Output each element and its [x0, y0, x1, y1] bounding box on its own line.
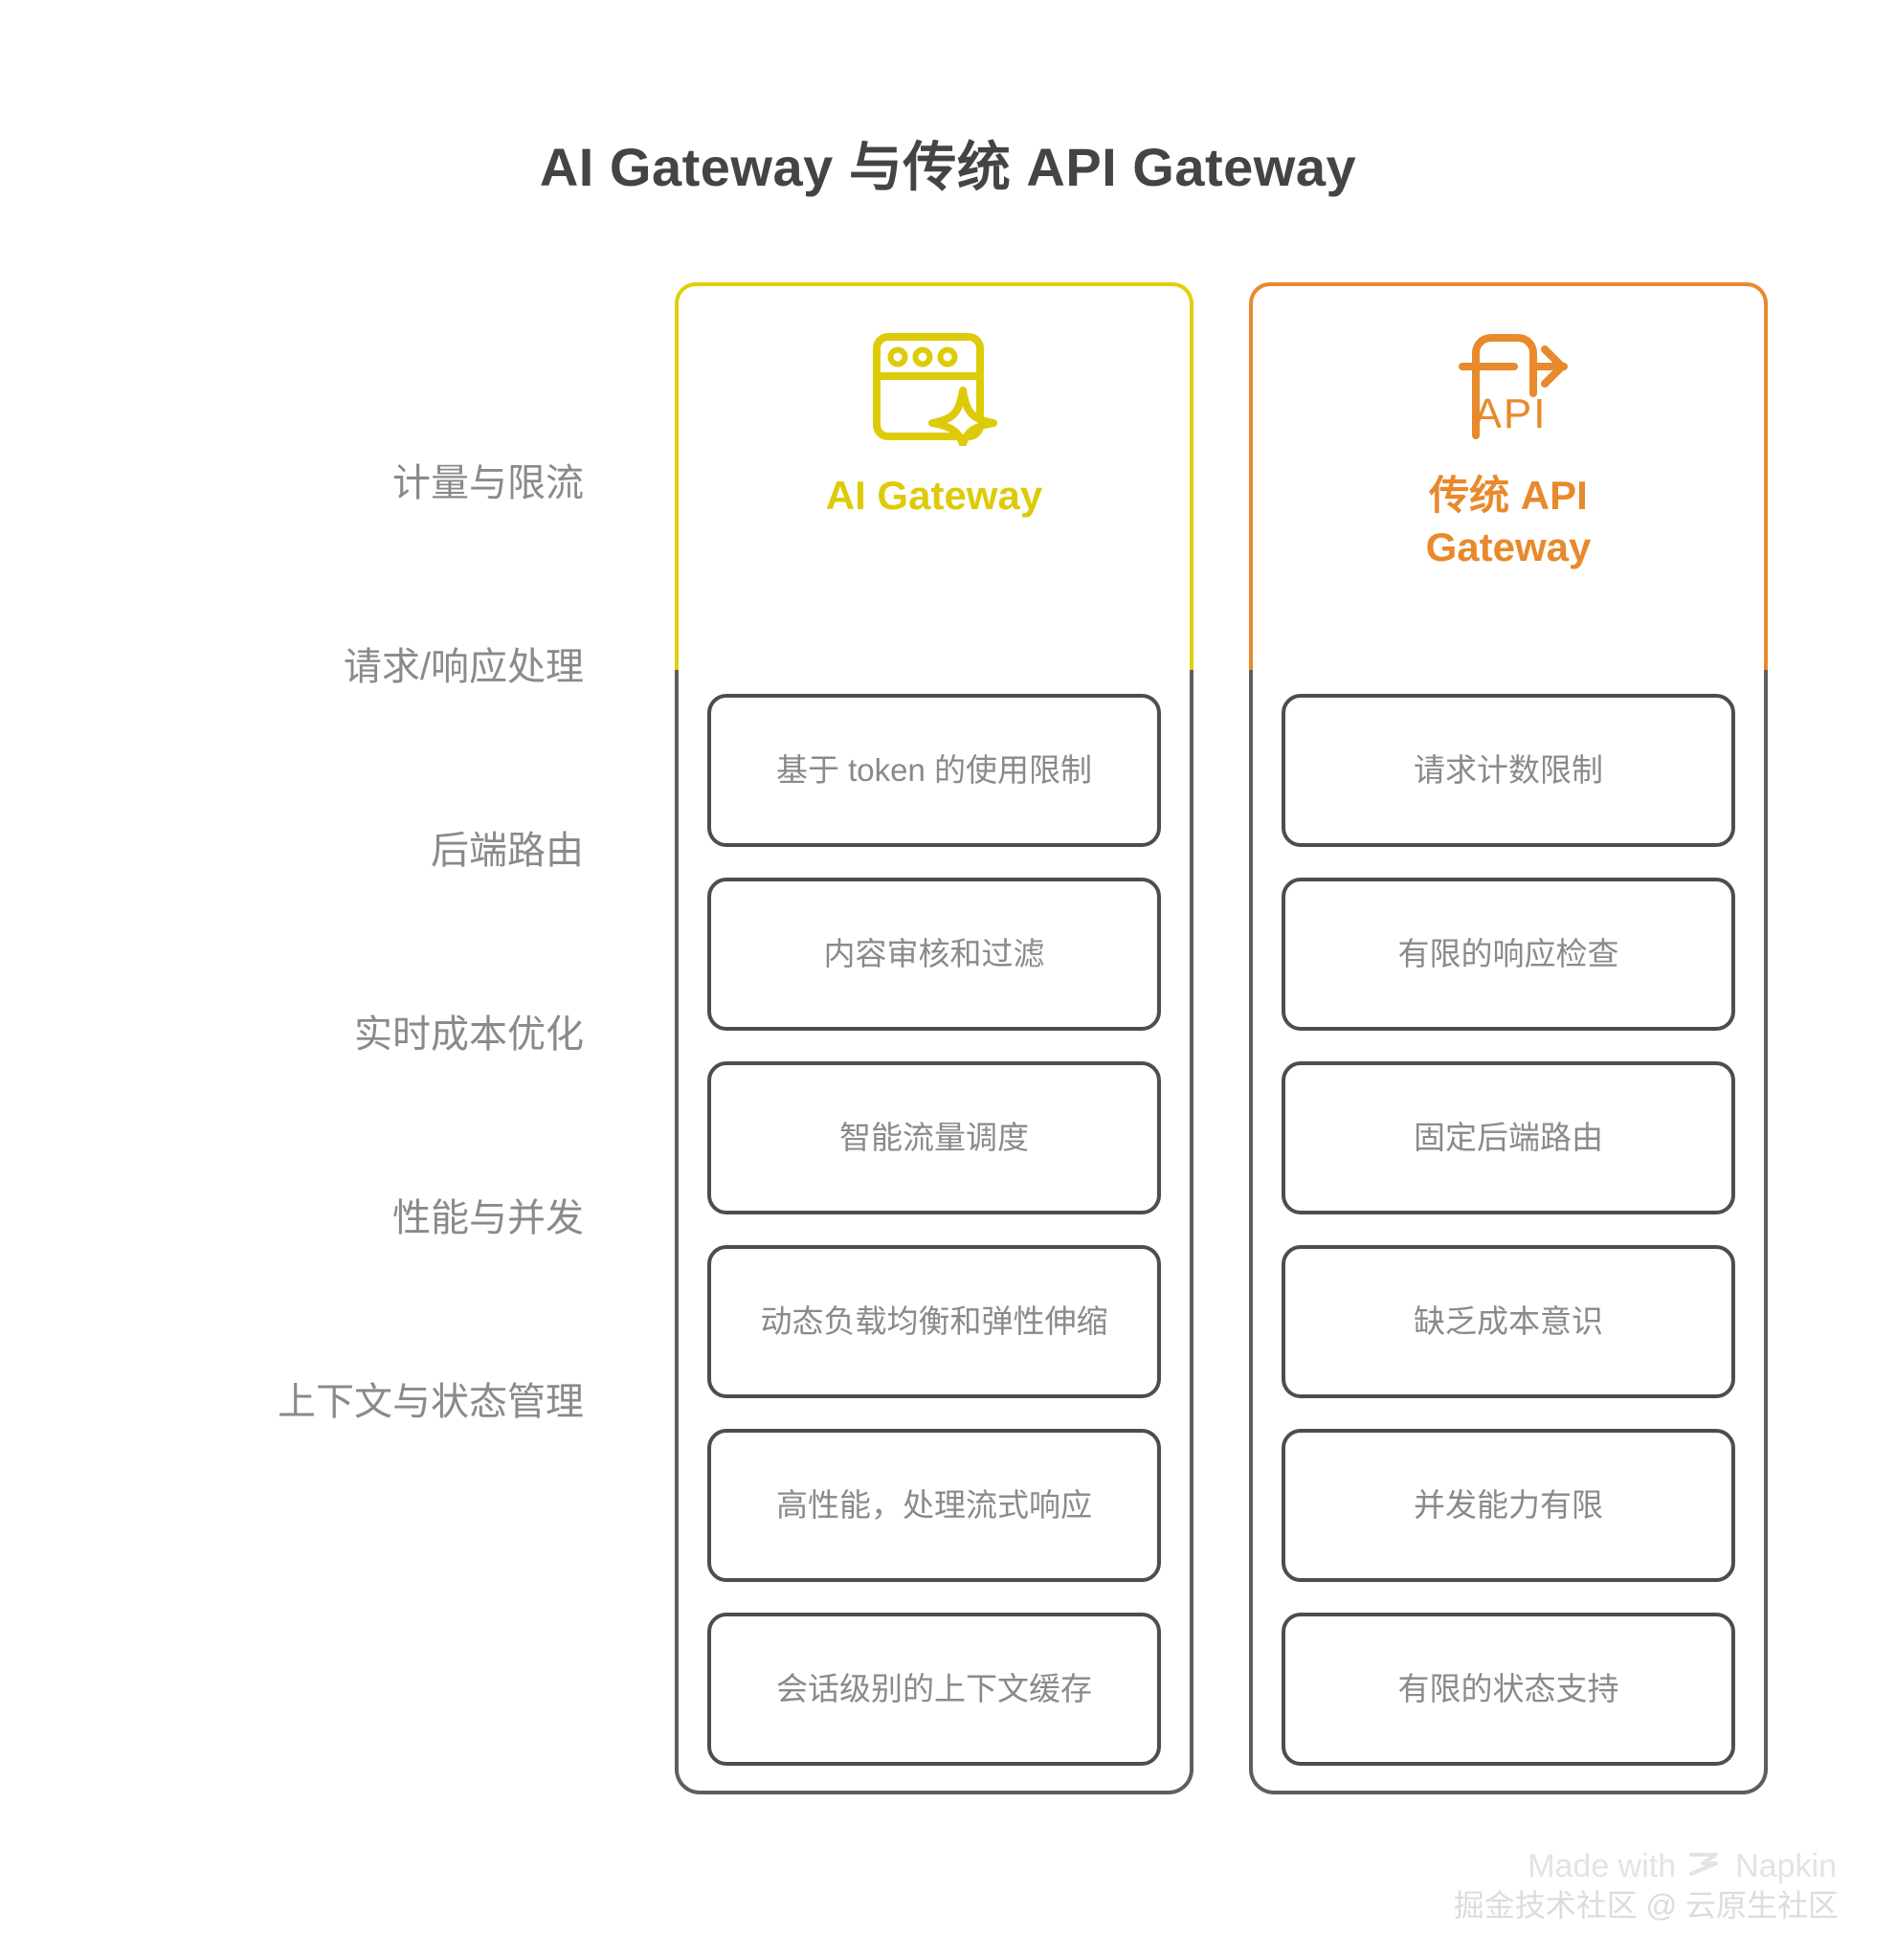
column-ai-gateway: AI Gateway 基于 token 的使用限制 内容审核和过滤 智能流量调度…: [675, 282, 1193, 1794]
column-header-traditional-api-gateway: API 传统 API Gateway: [1249, 282, 1768, 670]
comparison-diagram: AI Gateway 基于 token 的使用限制 内容审核和过滤 智能流量调度…: [0, 282, 1896, 1814]
feature-cell: 有限的状态支持: [1282, 1613, 1735, 1766]
feature-cell: 缺乏成本意识: [1282, 1245, 1735, 1398]
feature-cell: 智能流量调度: [707, 1061, 1161, 1214]
row-label: 计量与限流: [392, 462, 584, 504]
community-watermark: 掘金技术社区 @ 云原生社区: [1453, 1888, 1839, 1923]
napkin-watermark: Made with Napkin: [1528, 1848, 1837, 1885]
feature-cell: 动态负载均衡和弹性伸缩: [707, 1245, 1161, 1398]
napkin-watermark-text: Made with: [1528, 1848, 1677, 1884]
column-traditional-api-gateway: API 传统 API Gateway 请求计数限制 有限的响应检查 固定后端路由…: [1249, 282, 1768, 1794]
feature-cell: 固定后端路由: [1282, 1061, 1735, 1214]
napkin-logo-icon: [1687, 1848, 1724, 1885]
row-label: 实时成本优化: [354, 1013, 584, 1056]
feature-cell: 内容审核和过滤: [707, 878, 1161, 1031]
feature-cell: 高性能，处理流式响应: [707, 1429, 1161, 1582]
column-title-traditional-api-gateway: 传统 API Gateway: [1425, 473, 1592, 569]
svg-text:API: API: [1474, 390, 1548, 437]
api-document-arrows-icon: API: [1447, 332, 1570, 445]
page-title: AI Gateway 与传统 API Gateway: [539, 137, 1357, 197]
feature-cell: 会话级别的上下文缓存: [707, 1613, 1161, 1766]
column-body-traditional-api-gateway: 请求计数限制 有限的响应检查 固定后端路由 缺乏成本意识 并发能力有限 有限的状…: [1249, 670, 1768, 1794]
column-header-ai-gateway: AI Gateway: [675, 282, 1193, 670]
row-label: 上下文与状态管理: [278, 1381, 584, 1423]
column-body-ai-gateway: 基于 token 的使用限制 内容审核和过滤 智能流量调度 动态负载均衡和弹性伸…: [675, 670, 1193, 1794]
browser-window-sparkle-icon: [871, 332, 997, 446]
feature-cell: 并发能力有限: [1282, 1429, 1735, 1582]
column-title-ai-gateway: AI Gateway: [825, 473, 1043, 518]
feature-cell: 请求计数限制: [1282, 694, 1735, 847]
row-label: 性能与并发: [392, 1197, 584, 1239]
row-label: 请求/响应处理: [343, 646, 584, 688]
row-label: 后端路由: [431, 830, 584, 872]
napkin-brand-text: Napkin: [1735, 1848, 1837, 1884]
feature-cell: 有限的响应检查: [1282, 878, 1735, 1031]
feature-cell: 基于 token 的使用限制: [707, 694, 1161, 847]
row-label-column: 计量与限流 请求/响应处理 后端路由 实时成本优化 性能与并发 上下文与状态管理: [115, 388, 584, 1490]
